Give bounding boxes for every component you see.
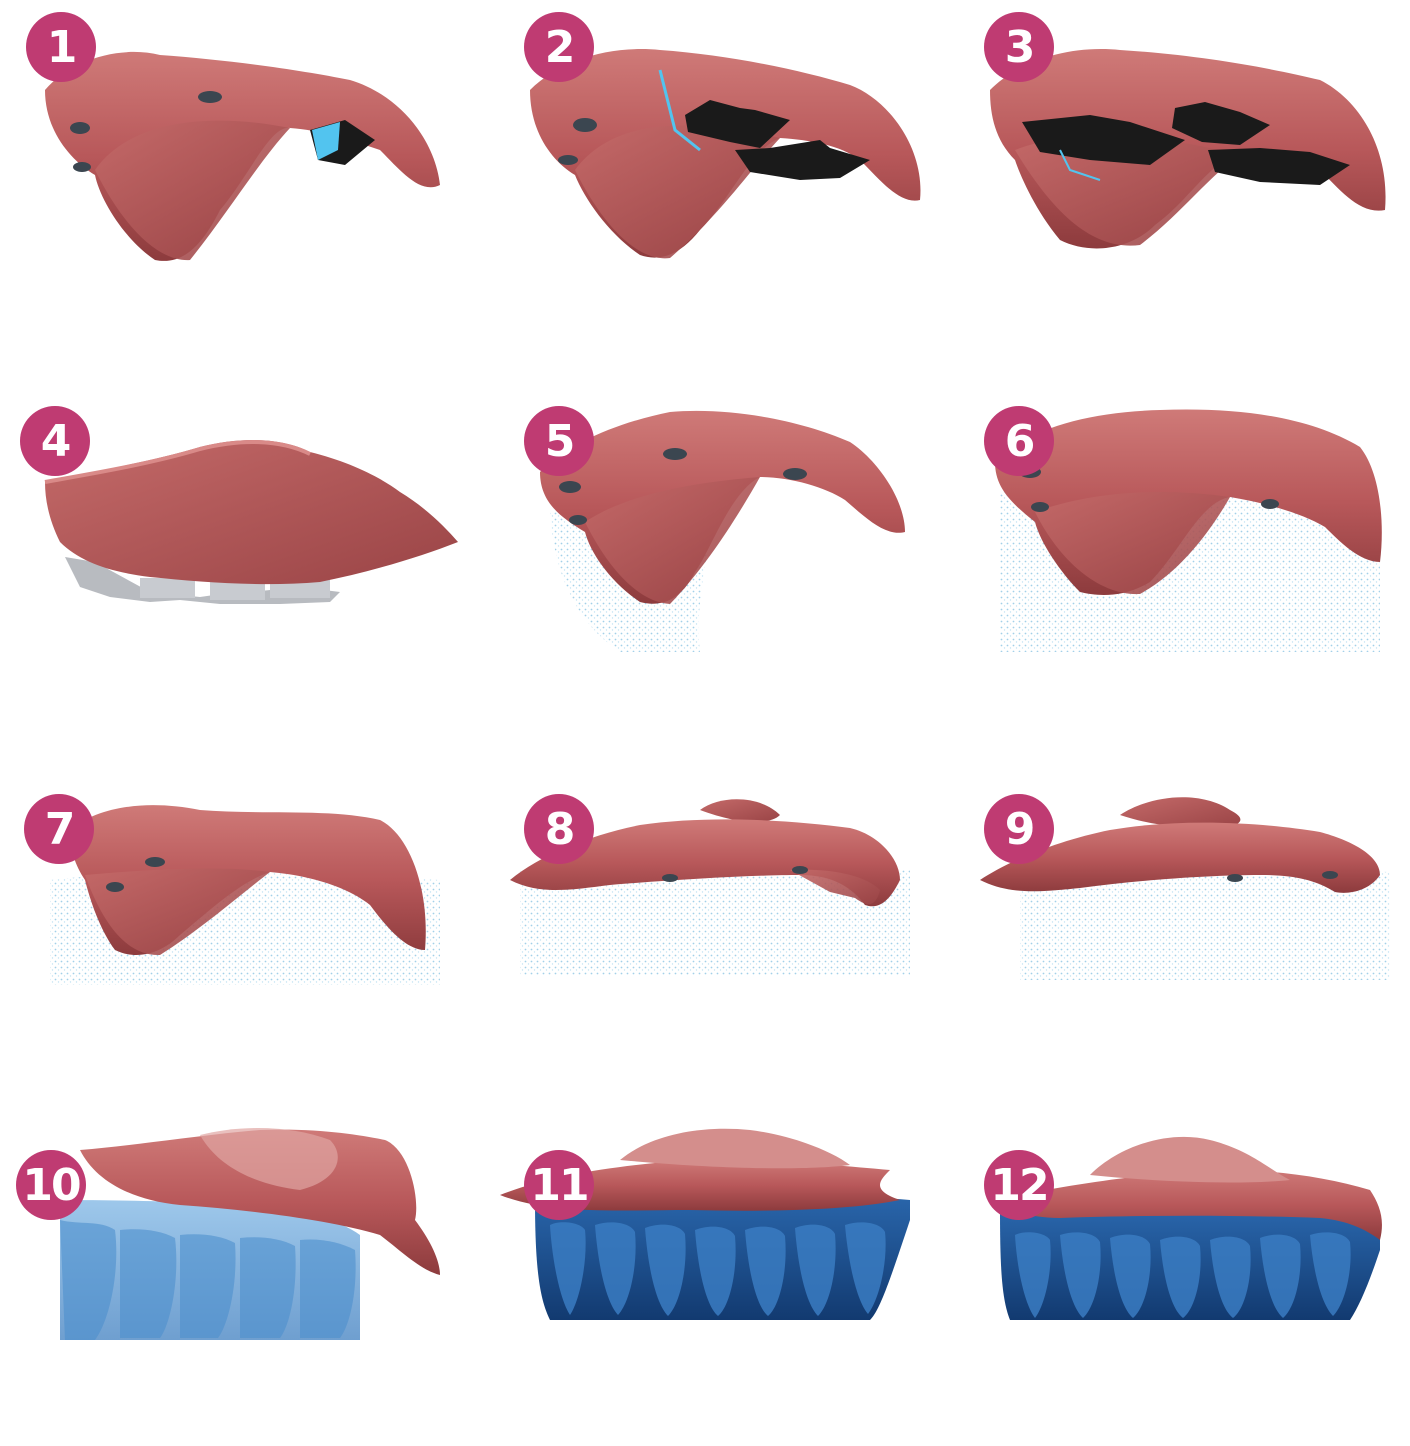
step-number-badge: 10 (16, 1150, 86, 1220)
step-6-panel: 6 (940, 392, 1410, 728)
step-4-panel: 4 (0, 392, 470, 728)
step-number-badge: 11 (524, 1150, 594, 1220)
step-2-panel: 2 (470, 0, 940, 336)
step-number-badge: 5 (524, 406, 594, 476)
step-number-badge: 12 (984, 1150, 1054, 1220)
step-number-badge: 3 (984, 12, 1054, 82)
step-1-panel: 1 (0, 0, 470, 336)
step-number-badge: 2 (524, 12, 594, 82)
step-8-panel: 8 (470, 780, 940, 1116)
step-3-panel: 3 (940, 0, 1410, 336)
step-number-badge: 9 (984, 794, 1054, 864)
step-number-badge: 1 (26, 12, 96, 82)
step-9-panel: 9 (940, 780, 1410, 1116)
step-10-panel: 10 (0, 1110, 470, 1446)
step-7-panel: 7 (0, 780, 470, 1116)
step-11-panel: 11 (470, 1110, 940, 1446)
step-number-badge: 6 (984, 406, 1054, 476)
step-5-panel: 5 (470, 392, 940, 728)
step-12-panel: 12 (940, 1110, 1410, 1446)
step-number-badge: 7 (24, 794, 94, 864)
step-number-badge: 8 (524, 794, 594, 864)
step-number-badge: 4 (20, 406, 90, 476)
